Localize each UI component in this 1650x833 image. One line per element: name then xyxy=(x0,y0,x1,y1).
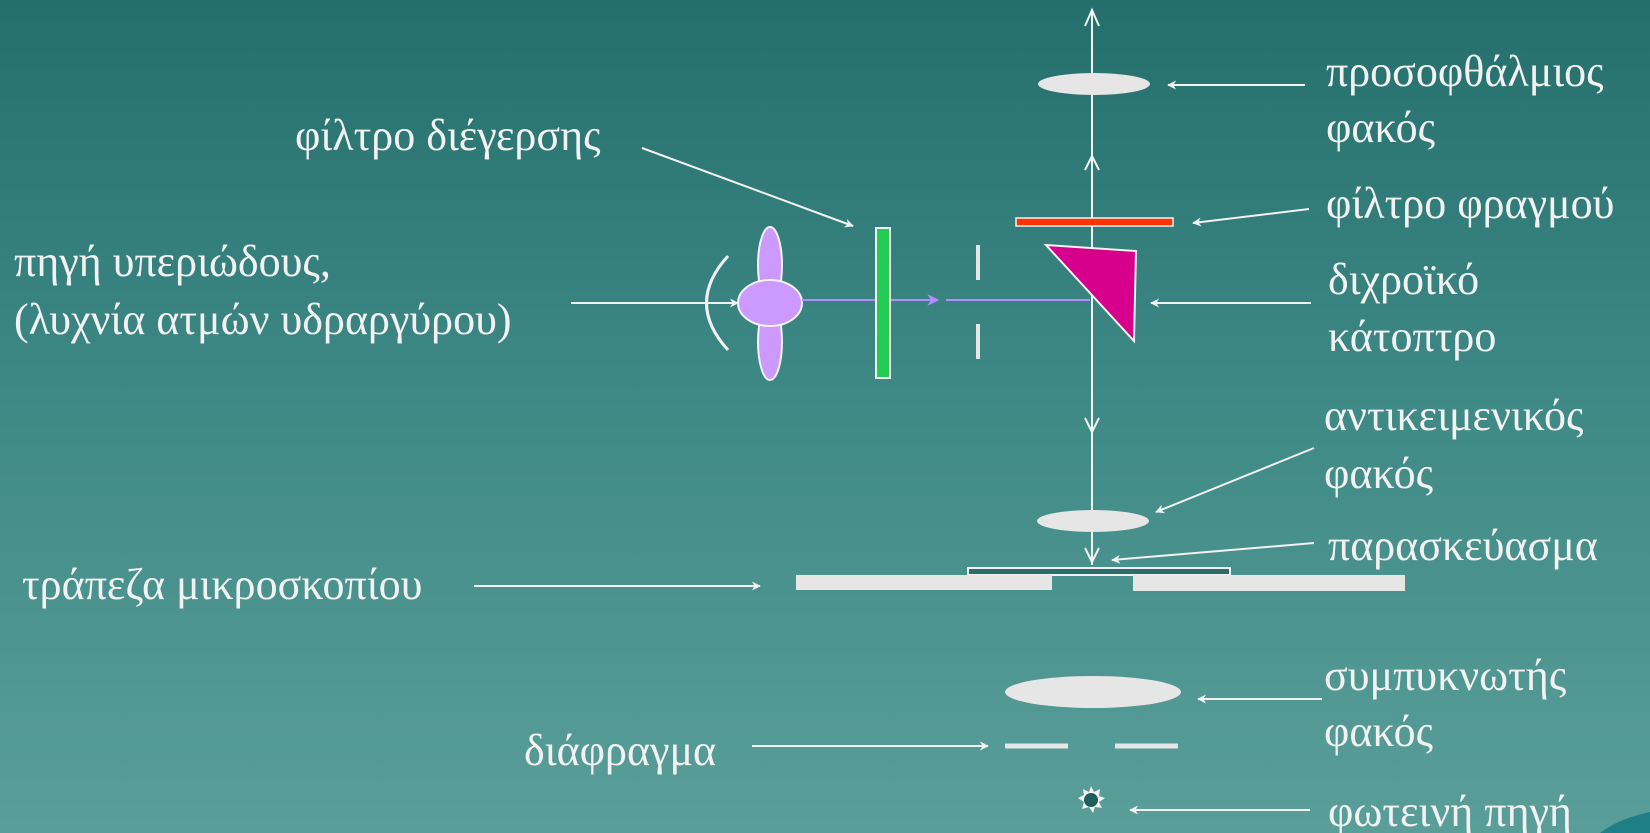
pointer-objective xyxy=(1155,447,1315,514)
excitation-filter xyxy=(875,227,891,379)
axis-arrow-mid-icon xyxy=(1084,153,1100,171)
eyepiece-label-line1: προσοφθάλμιος xyxy=(1326,47,1604,96)
eyepiece-lens xyxy=(1038,73,1150,95)
diaphragm-label: διάφραγμα xyxy=(524,726,716,775)
specimen-label: παρασκεύασμα xyxy=(1328,521,1598,570)
pointer-excitation-filter xyxy=(641,147,854,228)
barrier-filter xyxy=(1015,217,1174,227)
starburst-icon xyxy=(1078,786,1105,813)
eyepiece-label-line2: φακός xyxy=(1326,103,1435,152)
pointer-specimen xyxy=(1111,542,1315,564)
axis-arrow-bottom-icon xyxy=(1084,547,1100,565)
objective-label-line1: αντικειμενικός xyxy=(1324,391,1583,440)
dichroic-label-line1: διχροϊκό xyxy=(1328,255,1479,304)
stage-right xyxy=(1133,575,1405,591)
axis-arrow-down-icon xyxy=(1084,417,1100,435)
barrier-filter-label: φίλτρο φραγμού xyxy=(1326,179,1614,228)
condenser-lens xyxy=(1005,676,1181,708)
uv-source-label-line2: (λυχνία ατμών υδραργύρου) xyxy=(14,295,512,344)
excitation-filter-label: φίλτρο διέγερσης xyxy=(295,111,601,160)
stage-left xyxy=(796,575,1052,590)
dichroic-label-line2: κάτοπτρο xyxy=(1328,312,1496,361)
dichroic-mirror xyxy=(1043,243,1138,344)
light-source-label: φωτεινή πηγή xyxy=(1328,787,1572,833)
uv-source-label-line1: πηγή υπεριώδους, xyxy=(14,237,331,286)
condenser-label-line2: φακός xyxy=(1324,707,1433,756)
axis-arrow-top-icon xyxy=(1084,7,1100,27)
objective-lens xyxy=(1037,510,1149,532)
corner-decoration-icon xyxy=(1600,812,1650,833)
specimen-slide xyxy=(967,567,1231,576)
condenser-label-line1: συμπυκνωτής xyxy=(1324,651,1566,700)
objective-label-line2: φακός xyxy=(1324,449,1433,498)
uv-lamp-icon xyxy=(737,226,803,381)
stage-label: τράπεζα μικροσκοπίου xyxy=(22,560,422,609)
pointer-barrier-filter xyxy=(1192,208,1310,227)
